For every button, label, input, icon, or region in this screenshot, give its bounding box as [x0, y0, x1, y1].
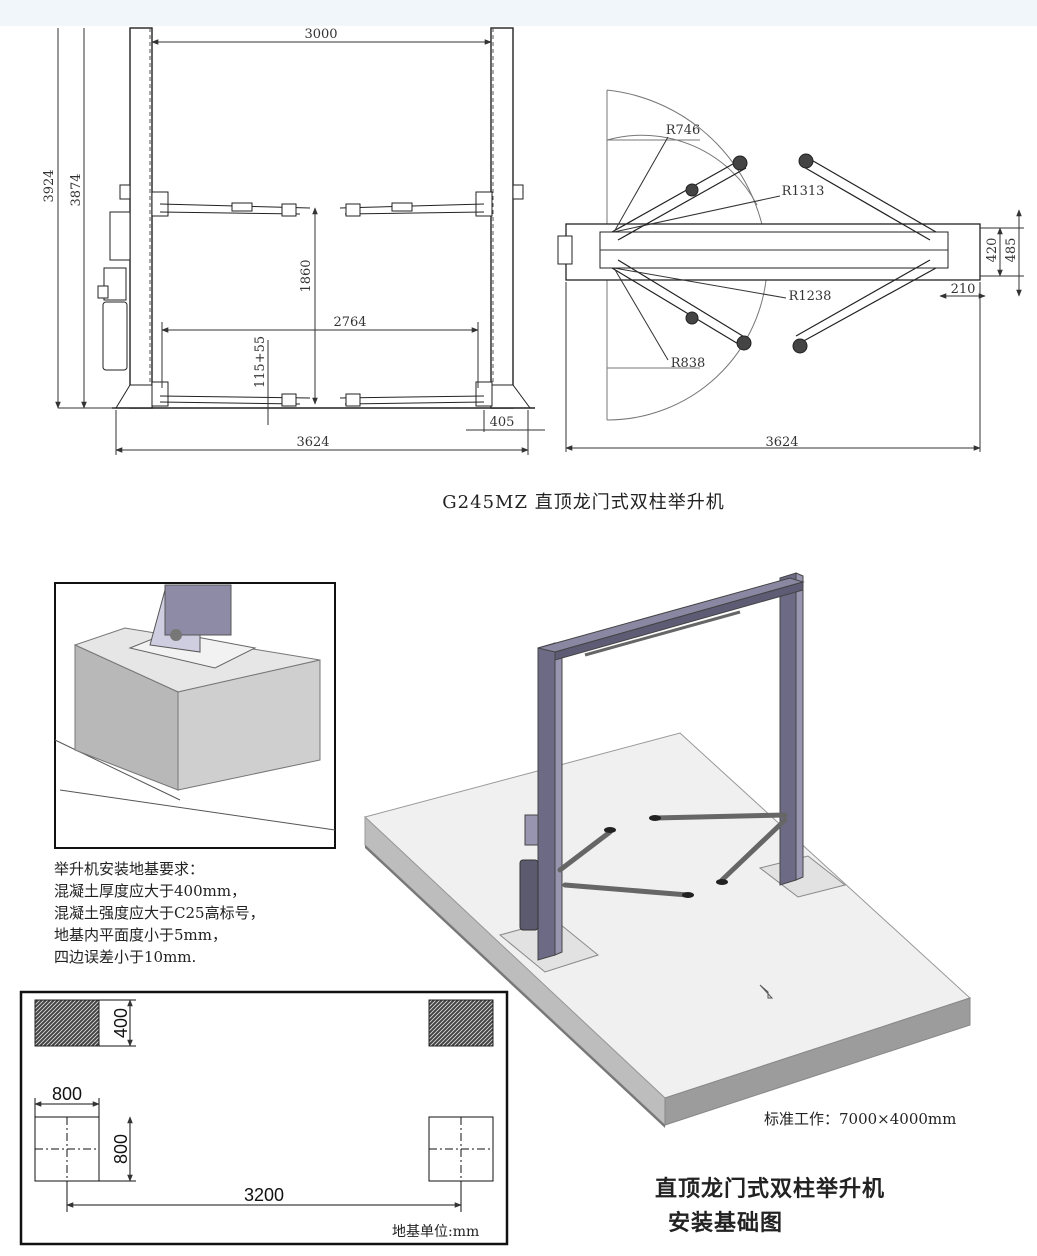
dim-r838: R838 — [671, 356, 706, 371]
requirement-line: 四边误差小于10mm. — [54, 948, 197, 966]
dim-485: 485 — [1004, 238, 1019, 263]
drawing-title-line1: 直顶龙门式双柱举升机 — [655, 1177, 886, 1202]
dim-400: 400 — [111, 1008, 131, 1038]
dim-lift-height: 1860 — [299, 259, 314, 292]
dim-3200: 3200 — [244, 1185, 284, 1205]
requirement-line: 地基内平面度小于5mm， — [54, 926, 227, 944]
top-view — [557, 89, 1024, 452]
front-view-dim-labels: 3000 3924 3874 1860 2764 115+55 405 3624 — [42, 27, 514, 450]
dim-overall-width-front: 3624 — [296, 435, 329, 450]
top-bar — [0, 0, 1037, 26]
requirements-title: 举升机安装地基要求： — [54, 860, 205, 878]
dim-420: 420 — [985, 238, 1000, 263]
dim-base-offset: 405 — [490, 415, 515, 430]
dim-r746: R746 — [666, 123, 701, 138]
dim-min-height: 115+55 — [253, 336, 268, 388]
dim-210: 210 — [951, 282, 976, 297]
dim-r1313: R1313 — [782, 184, 825, 199]
dim-total-height: 3924 — [42, 169, 57, 202]
unit-caption: 地基单位:mm — [392, 1224, 480, 1240]
standard-size-caption: 标准工作：7000×4000mm — [764, 1110, 957, 1128]
foundation-requirements: 举升机安装地基要求： 混凝土厚度应大于400mm， 混凝土强度应大于C25高标号… — [54, 858, 265, 968]
dim-r1238: R1238 — [789, 289, 832, 304]
upper-arms — [151, 191, 493, 217]
left-post — [129, 27, 153, 409]
dim-top-width: 3000 — [304, 27, 337, 42]
lower-arms — [151, 381, 493, 407]
foundation-plan-dim-labels: 400 800 800 3200 — [52, 1008, 284, 1205]
power-unit — [97, 184, 524, 371]
front-view — [55, 27, 545, 455]
requirement-line: 混凝土厚度应大于400mm， — [54, 882, 247, 900]
dim-800-horizontal: 800 — [52, 1084, 82, 1104]
dim-overall-width-top: 3624 — [765, 435, 798, 450]
drawing-title-line2: 安装基础图 — [668, 1211, 784, 1236]
dim-arm-span: 2764 — [333, 315, 366, 330]
dim-post-height: 3874 — [69, 173, 84, 206]
foundation-detail — [54, 582, 336, 849]
dim-800-vertical: 800 — [111, 1134, 131, 1164]
foundation-plan — [19, 990, 509, 1246]
top-view-dim-labels: R746 R1313 R1238 R838 420 485 210 3624 — [666, 123, 1019, 450]
isometric-lift — [364, 572, 971, 1128]
model-title: G245MZ 直顶龙门式双柱举升机 — [442, 492, 725, 513]
requirement-line: 混凝土强度应大于C25高标号， — [54, 904, 265, 922]
right-post — [490, 27, 514, 409]
